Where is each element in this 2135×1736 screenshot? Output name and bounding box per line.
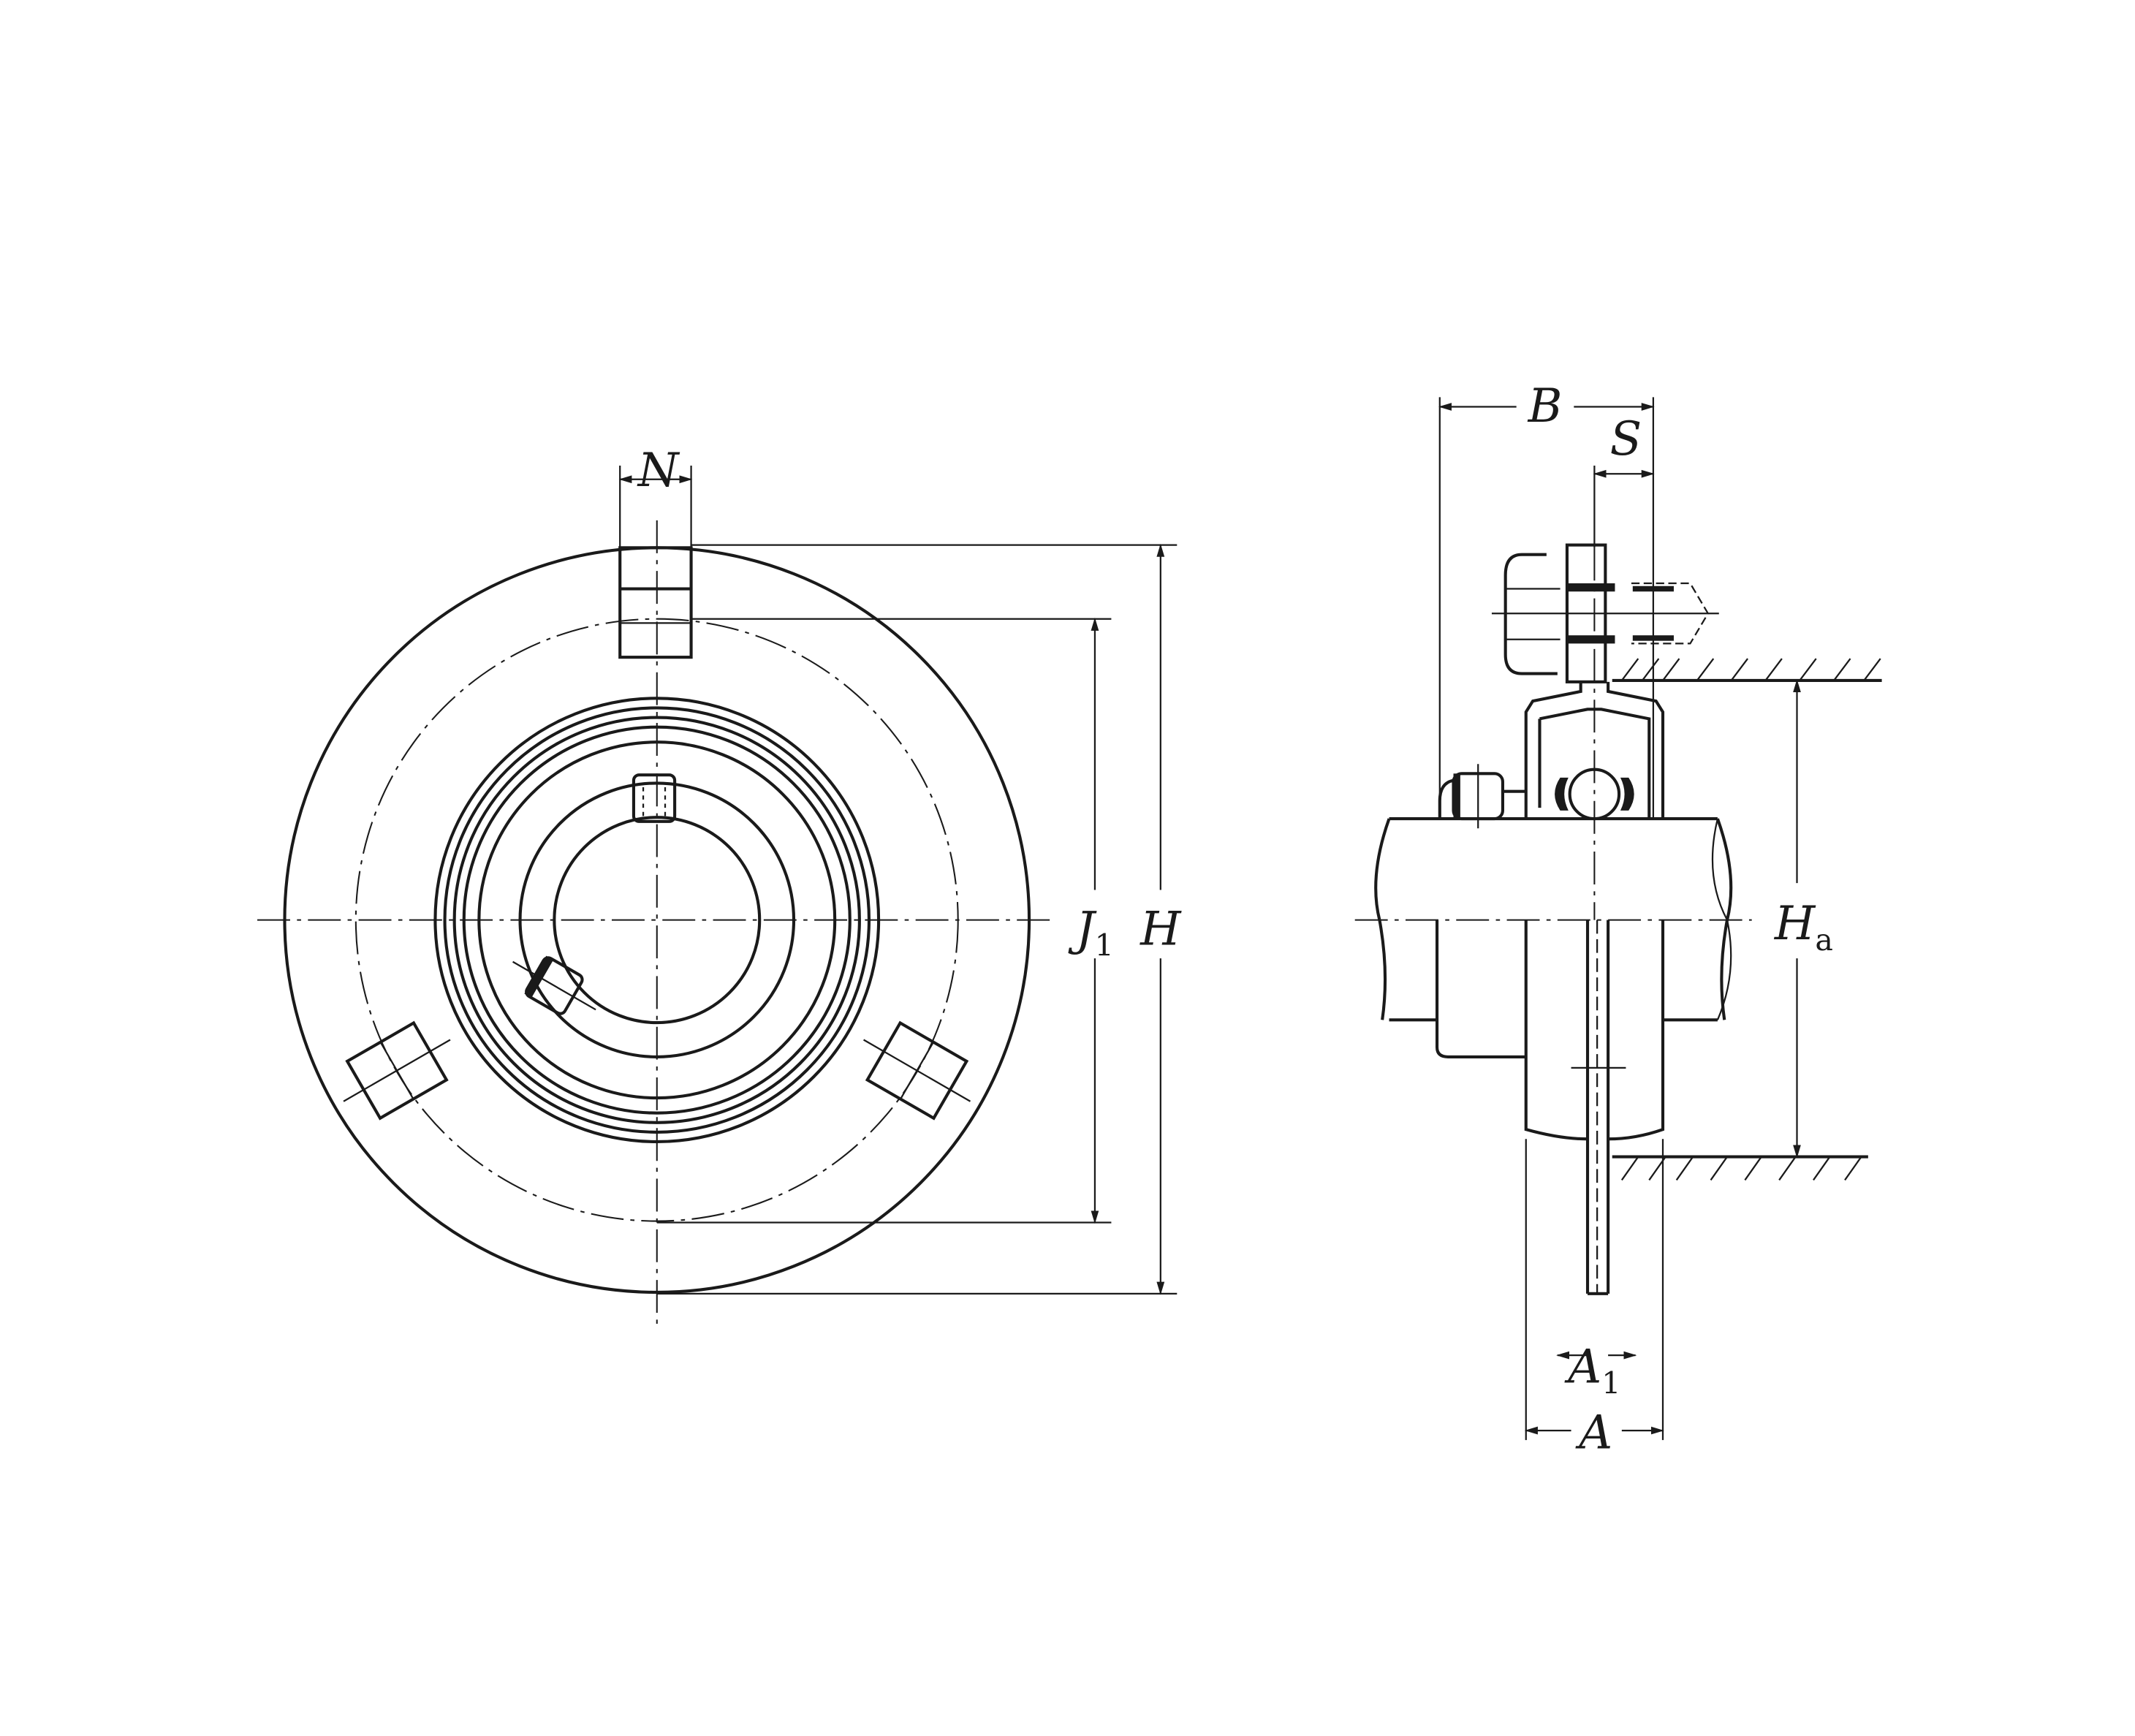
label-n: N bbox=[637, 444, 680, 498]
housing-lower bbox=[1524, 920, 1665, 1141]
set-screw-top bbox=[632, 773, 677, 823]
upper-mounting-surface bbox=[1612, 658, 1882, 683]
front-view: N J1 H bbox=[257, 444, 1182, 1325]
label-ha: Ha bbox=[1774, 897, 1833, 958]
label-s: S bbox=[1610, 412, 1642, 466]
mounting-bolt bbox=[1491, 543, 1719, 683]
set-screw-side bbox=[512, 955, 596, 1015]
bolt-hole-lower-right bbox=[862, 1020, 971, 1121]
label-h: H bbox=[1139, 902, 1182, 956]
bolt-hole-top bbox=[618, 546, 693, 659]
label-b: B bbox=[1528, 379, 1563, 433]
collar-lower bbox=[1435, 920, 1526, 1058]
side-view: B S bbox=[1354, 379, 1882, 1460]
shaft bbox=[1354, 817, 1752, 1022]
label-a: A bbox=[1575, 1406, 1612, 1460]
label-j1: J1 bbox=[1068, 902, 1114, 963]
label-a1: A1 bbox=[1564, 1341, 1620, 1401]
flange-plate bbox=[1571, 547, 1626, 1295]
lower-mounting-surface bbox=[1612, 1155, 1868, 1181]
bolt-hole-lower-left bbox=[343, 1020, 451, 1121]
